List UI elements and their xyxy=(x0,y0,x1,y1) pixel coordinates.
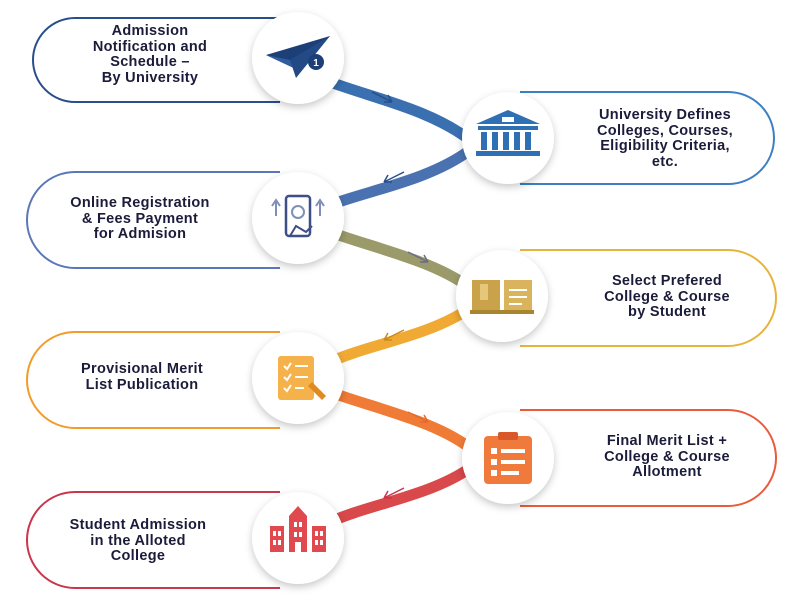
step-2-outline xyxy=(520,91,775,185)
step-2-text: University Defines Colleges, Courses, El… xyxy=(597,107,733,170)
step-3-outline xyxy=(26,171,280,269)
connector-link-2 xyxy=(324,144,476,211)
step-7-text: Student Admission in the Alloted College xyxy=(69,517,207,564)
connector-arrow-icon-3 xyxy=(407,251,429,263)
college-building-icon xyxy=(270,506,326,552)
step-5-text: Provisional Merit List Publication xyxy=(81,361,203,393)
paper-plane-icon: 1 xyxy=(266,36,330,78)
online-payment-icon xyxy=(271,194,325,238)
connector-link-4 xyxy=(324,302,476,368)
step-1-text: Admission Notification and Schedule – By… xyxy=(92,23,208,86)
connector-link-5 xyxy=(324,386,481,458)
connector-arrow-icon-6 xyxy=(383,487,405,499)
clipboard-list-icon xyxy=(484,432,532,484)
step-5-outline xyxy=(26,331,280,429)
connector-link-3 xyxy=(324,226,481,298)
checklist-icon xyxy=(278,356,326,400)
connector-link-1 xyxy=(324,76,476,146)
connector-arrow-icon-2 xyxy=(383,171,405,183)
connector-arrow-icon-5 xyxy=(407,411,429,423)
step-6-outline xyxy=(520,409,777,507)
university-building-icon xyxy=(476,110,540,156)
step-4-circle xyxy=(456,250,548,342)
step-4-outline xyxy=(520,249,777,347)
connector-arrow-icon-1 xyxy=(371,91,393,103)
svg-text:1: 1 xyxy=(313,58,319,69)
connector-link-6 xyxy=(324,462,476,528)
step-3-text: Online Registration & Fees Payment for A… xyxy=(70,195,210,242)
open-book-icon xyxy=(470,280,534,314)
step-1-outline xyxy=(32,17,280,103)
step-4-text: Select Prefered College & Course by Stud… xyxy=(604,273,730,320)
step-6-text: Final Merit List + College & Course Allo… xyxy=(604,433,730,480)
step-7-outline xyxy=(26,491,280,589)
connector-arrow-icon-4 xyxy=(383,329,405,341)
